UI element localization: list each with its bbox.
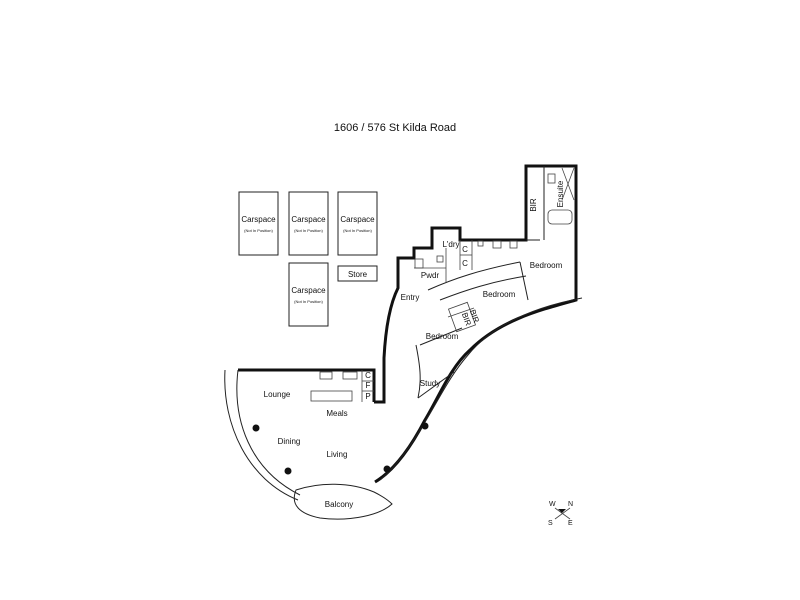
compass: W N S E — [548, 501, 573, 527]
carspace-label: Carspace — [241, 215, 276, 224]
room-label-dining: Dining — [278, 437, 301, 446]
ldry-cupboard-1: C — [462, 245, 468, 254]
room-label-bedroom-1: Bedroom — [530, 261, 563, 270]
balcony: Balcony — [293, 483, 393, 520]
room-label-entry: Entry — [401, 293, 420, 302]
fridge-f: F — [366, 381, 371, 390]
carspace-note: (Not In Position) — [244, 228, 273, 233]
compass-w: W — [549, 501, 556, 508]
store-label: Store — [348, 270, 368, 279]
carspace-note: (Not In Position) — [343, 228, 372, 233]
room-label-bedroom-3: Bedroom — [426, 332, 459, 341]
room-label-balcony: Balcony — [325, 500, 353, 509]
carspace-note: (Not In Position) — [294, 228, 323, 233]
pantry-p: P — [365, 392, 370, 401]
carspace-label: Carspace — [291, 286, 326, 295]
plan-title: 1606 / 576 St Kilda Road — [334, 122, 456, 134]
carspace-1: Carspace (Not In Position) — [238, 191, 279, 256]
carspace-label: Carspace — [291, 215, 326, 224]
interior-partitions — [414, 166, 575, 399]
kitchen: C F P — [310, 370, 374, 402]
apartment-walls — [224, 164, 583, 501]
cupboard-c: C — [365, 371, 371, 380]
carspace-3: Carspace (Not In Position) — [337, 191, 378, 256]
room-label-meals: Meals — [326, 409, 347, 418]
room-label-ldry: L'dry — [442, 240, 459, 249]
room-label-lounge: Lounge — [264, 390, 291, 399]
room-label-bedroom-2: Bedroom — [483, 290, 516, 299]
room-label-study: Study — [420, 379, 440, 388]
carspace-2: Carspace (Not In Position) — [288, 191, 329, 256]
compass-n: N — [568, 501, 573, 508]
room-label-living: Living — [327, 450, 348, 459]
ldry-cupboard-2: C — [462, 259, 468, 268]
carspace-note: (Not In Position) — [294, 299, 323, 304]
room-label-bir-3: BIR — [460, 311, 473, 327]
carspace-label: Carspace — [340, 215, 375, 224]
carspace-4: Carspace (Not In Position) — [288, 262, 329, 327]
compass-s: S — [548, 520, 553, 527]
columns — [252, 422, 429, 475]
room-label-bir-2: BIR — [468, 308, 481, 324]
room-label-pwdr: Pwdr — [421, 271, 440, 280]
compass-e: E — [568, 520, 573, 527]
store: Store — [337, 265, 378, 282]
compass-needle-icon — [558, 509, 566, 513]
room-label-ensuite: Ensuite — [556, 180, 565, 207]
room-label-bir-1: BIR — [529, 198, 538, 212]
